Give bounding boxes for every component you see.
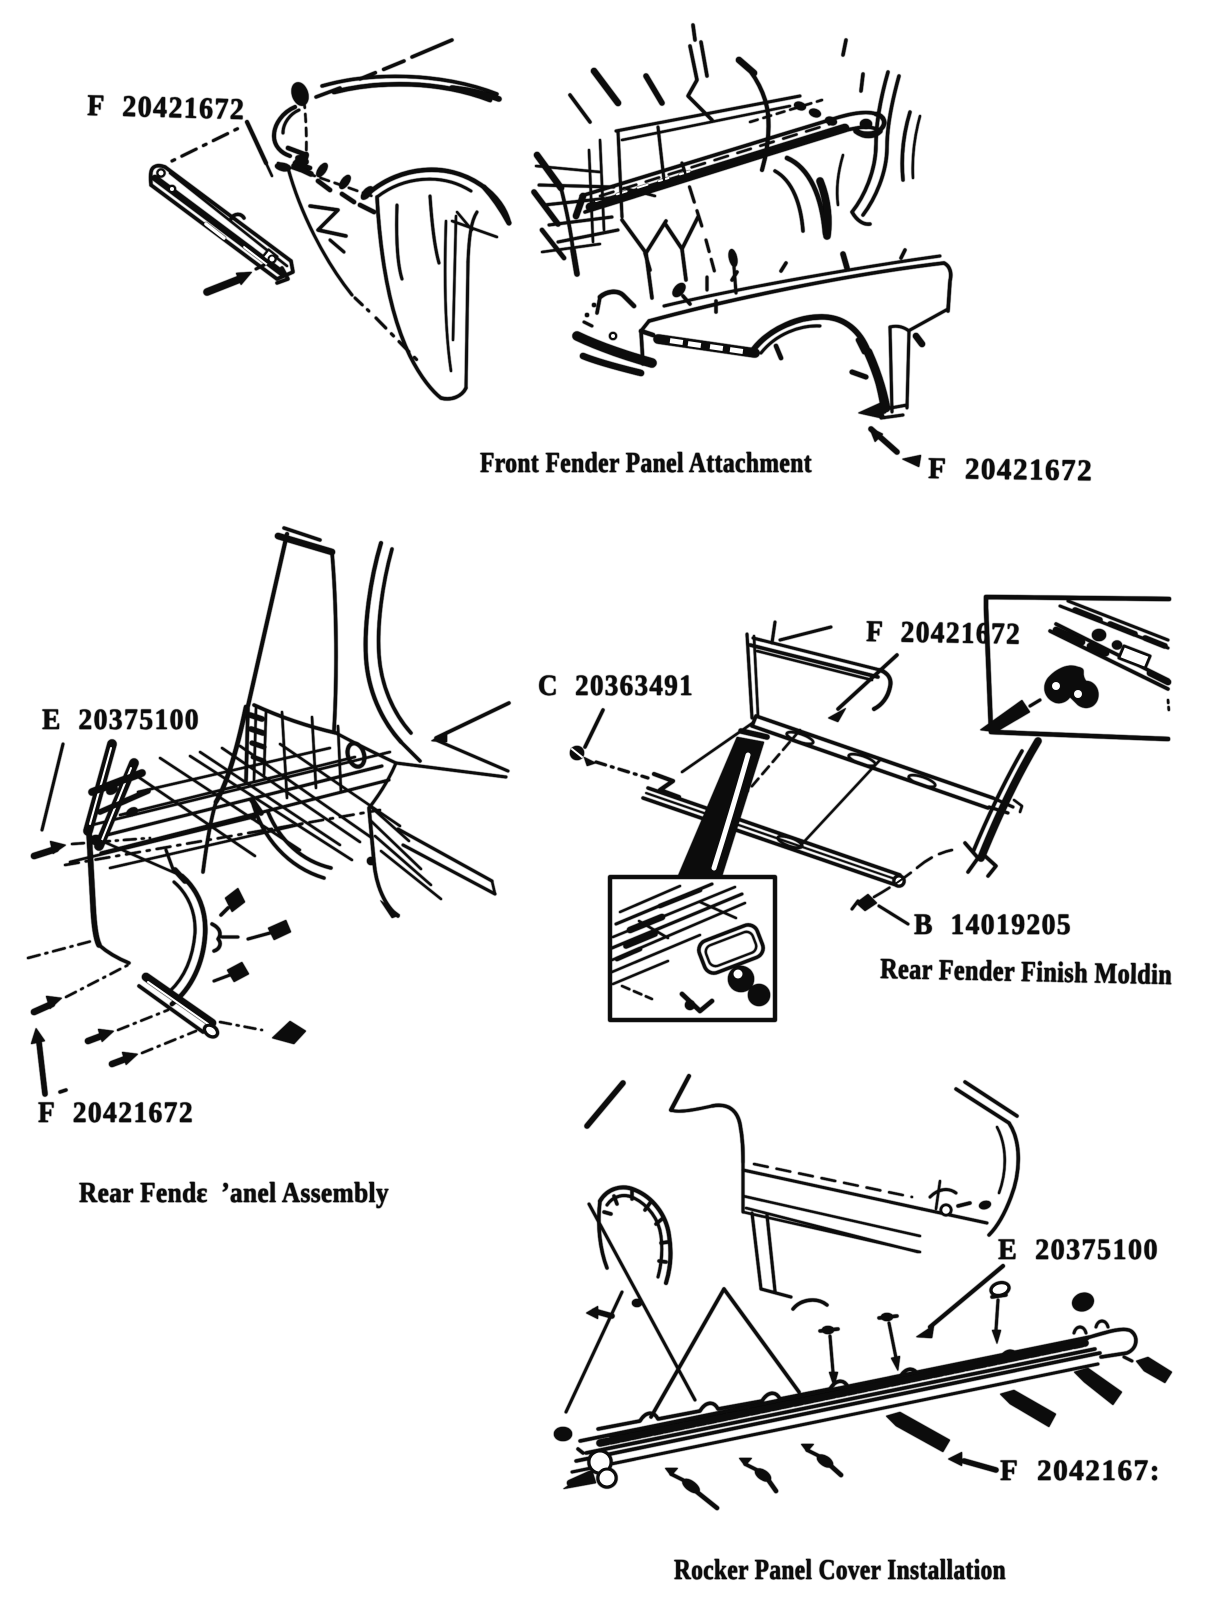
svg-text:F 20421672: F 20421672 xyxy=(866,615,1022,651)
svg-text:Rocker Panel Cover Installatio: Rocker Panel Cover Installation xyxy=(674,1554,1006,1586)
svg-text:F 20421672: F 20421672 xyxy=(928,452,1093,487)
svg-text:F 20421672: F 20421672 xyxy=(87,89,246,126)
svg-text:B 14019205: B 14019205 xyxy=(914,908,1072,941)
svg-text:E 20375100: E 20375100 xyxy=(42,703,200,736)
svg-text:F 2042167:: F 2042167: xyxy=(1000,1454,1161,1487)
svg-text:C 20363491: C 20363491 xyxy=(538,669,694,702)
svg-text:Rear Fendɛ ʼanel Assembly: Rear Fendɛ ʼanel Assembly xyxy=(79,1177,389,1209)
svg-text:Rear Fender Finish Moldin: Rear Fender Finish Moldin xyxy=(880,953,1173,991)
svg-text:F 20421672: F 20421672 xyxy=(38,1096,194,1129)
svg-text:E 20375100: E 20375100 xyxy=(998,1233,1159,1266)
svg-text:Front Fender Panel Attachment: Front Fender Panel Attachment xyxy=(480,447,812,479)
